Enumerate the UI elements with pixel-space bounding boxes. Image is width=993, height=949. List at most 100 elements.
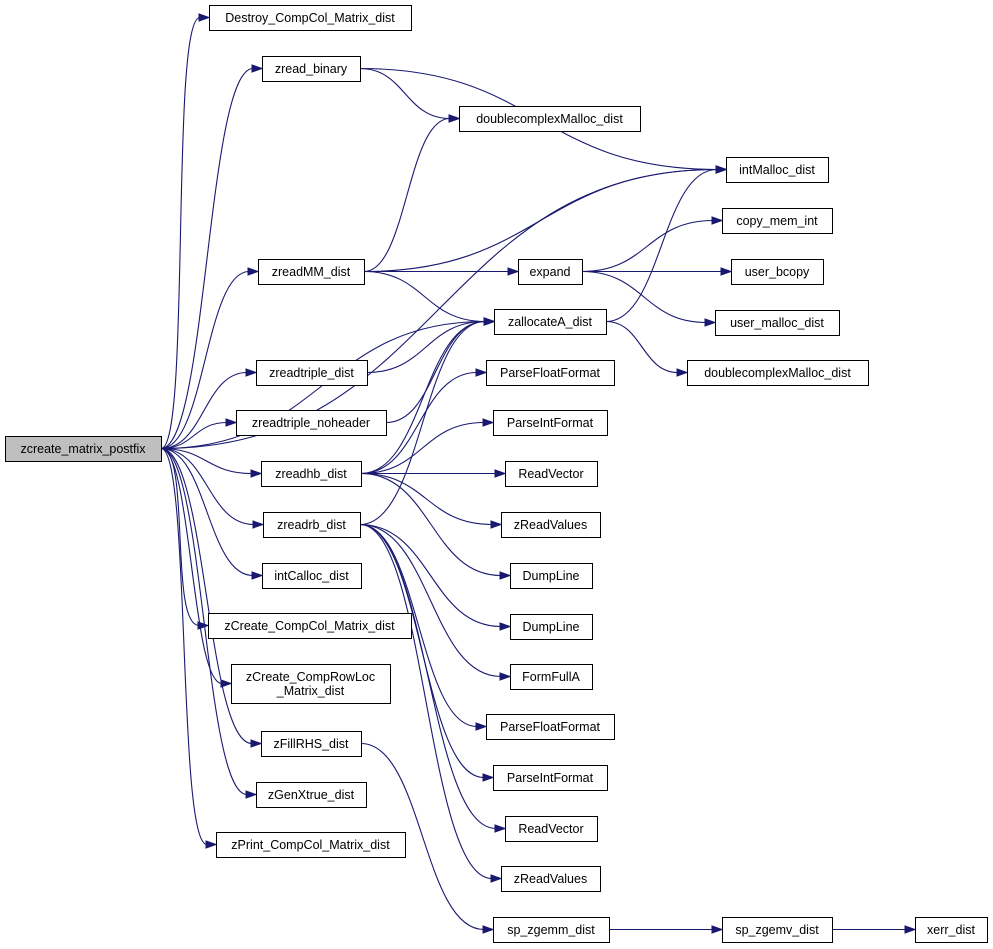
node-user-malloc-dist[interactable]: user_malloc_dist [715,310,840,336]
node-box [258,259,365,285]
node-box [510,614,593,640]
node-xerr-dist[interactable]: xerr_dist [915,917,988,943]
arrowhead-icon [704,318,717,327]
node-doublecomplexmalloc-dist-2[interactable]: doublecomplexMalloc_dist [687,360,869,386]
node-label: ParseIntFormat [507,416,594,430]
node-label: user_bcopy [745,265,810,279]
edge-expand-to-copy-mem-int [581,216,724,273]
node-label: intMalloc_dist [739,163,815,177]
node-label: doublecomplexMalloc_dist [476,112,623,126]
node-formfulla[interactable]: FormFullA [510,664,593,690]
node-readvector-1[interactable]: ReadVector [505,461,598,487]
node-zfillrhs-dist[interactable]: zFillRHS_dist [261,731,362,757]
node-label: ParseFloatFormat [500,366,601,380]
node-intmalloc-dist[interactable]: intMalloc_dist [726,157,829,183]
edge-zcreate-matrix-postfix-to-zfillrhs-dist [160,447,263,748]
node-box [726,157,829,183]
node-user-bcopy[interactable]: user_bcopy [731,259,824,285]
node-dumpline-2[interactable]: DumpLine [510,614,593,640]
edge-zreadhb-dist-to-zallocatea-dist [360,317,496,475]
node-zcreate-comprowloc-matrix-dist[interactable]: zCreate_CompRowLoc_Matrix_dist [231,664,391,704]
node-zgenxtrue-dist[interactable]: zGenXtrue_dist [256,782,367,808]
arrowhead-icon [250,739,263,748]
node-readvector-2[interactable]: ReadVector [505,816,598,842]
node-box [722,917,833,943]
node-label: zreadrb_dist [277,518,346,532]
arrowhead-icon [448,114,461,123]
node-zreadtriple-noheader[interactable]: zreadtriple_noheader [236,410,387,436]
edge-zcreate-matrix-postfix-to-zgenxtrue-dist [160,447,258,799]
nodes-layer: zcreate_matrix_postfix Destroy_CompCol_Ma… [5,5,988,943]
node-box [262,56,361,82]
node-box [5,436,162,462]
node-zreadhb-dist[interactable]: zreadhb_dist [261,461,362,487]
node-box [486,360,615,386]
arrowhead-icon [247,267,260,276]
arrowhead-icon [490,520,503,529]
arrowhead-icon [245,790,258,799]
node-box [493,765,608,791]
node-parseintformat-1[interactable]: ParseIntFormat [493,410,608,436]
node-zreadvalues-2[interactable]: zReadValues [501,866,601,892]
arrowhead-icon [251,64,264,73]
node-label: _Matrix_dist [276,684,345,698]
node-zread-binary[interactable]: zread_binary [262,56,361,82]
node-label: zreadtriple_dist [269,366,354,380]
node-label: zCreate_CompCol_Matrix_dist [224,619,395,633]
arrowhead-icon [482,418,495,427]
node-zprint-compcol-matrix-dist[interactable]: zPrint_CompCol_Matrix_dist [216,832,406,858]
edge-zreadtriple-dist-to-zallocatea-dist [366,317,496,374]
node-label: zreadMM_dist [272,265,351,279]
node-box [518,259,583,285]
node-box [261,731,362,757]
node-box [216,832,406,858]
node-zallocatea-dist[interactable]: zallocateA_dist [494,309,607,335]
node-box [505,816,598,842]
edge-zcreate-matrix-postfix-to-zreadtriple-noheader [160,418,238,450]
node-zcreate-compcol-matrix-dist[interactable]: zCreate_CompCol_Matrix_dist [208,613,412,639]
node-parsefloatformat-2[interactable]: ParseFloatFormat [486,714,615,740]
edge-zreadhb-dist-to-parseintformat-1 [360,418,495,475]
arrowhead-icon [475,722,488,731]
arrowhead-icon [251,571,264,580]
node-parseintformat-2[interactable]: ParseIntFormat [493,765,608,791]
node-zreadtriple-dist[interactable]: zreadtriple_dist [256,360,368,386]
node-label: ParseIntFormat [507,771,594,785]
node-label: zcreate_matrix_postfix [20,442,146,456]
node-dumpline-1[interactable]: DumpLine [510,563,593,589]
node-zreadvalues-1[interactable]: zReadValues [501,512,601,538]
edge-zallocatea-dist-to-doublecomplexmalloc-dist-2 [605,320,689,377]
edge-zreadhb-dist-to-zreadvalues-1 [360,472,503,529]
node-label: zFillRHS_dist [273,737,349,751]
node-destroy-compcol-matrix-dist[interactable]: Destroy_CompCol_Matrix_dist [209,5,412,31]
node-box [915,917,988,943]
node-box [262,563,362,589]
node-label: ParseFloatFormat [500,720,601,734]
node-parsefloatformat-1[interactable]: ParseFloatFormat [486,360,615,386]
node-box [722,208,833,234]
arrowhead-icon [225,418,238,427]
node-label: zReadValues [514,518,587,532]
arrowhead-icon [482,773,495,782]
arrowhead-icon [499,571,512,580]
arrowhead-icon [720,267,733,276]
node-zcreate-matrix-postfix[interactable]: zcreate_matrix_postfix [5,436,162,462]
node-box [501,866,601,892]
arrowhead-icon [494,824,507,833]
node-label: zreadtriple_noheader [252,416,370,430]
node-box [494,309,607,335]
arrowhead-icon [205,840,218,849]
node-box [459,106,641,132]
node-intcalloc-dist[interactable]: intCalloc_dist [262,563,362,589]
node-label: user_malloc_dist [730,316,824,330]
node-expand[interactable]: expand [518,259,583,285]
node-copy-mem-int[interactable]: copy_mem_int [722,208,833,234]
node-zreadmm-dist[interactable]: zreadMM_dist [258,259,365,285]
node-sp-zgemv-dist[interactable]: sp_zgemv_dist [722,917,833,943]
node-sp-zgemm-dist[interactable]: sp_zgemm_dist [493,917,610,943]
node-label: expand [529,265,570,279]
edge-zreadhb-dist-to-readvector-1 [361,469,507,478]
node-doublecomplexmalloc-dist-1[interactable]: doublecomplexMalloc_dist [459,106,641,132]
node-zreadrb-dist[interactable]: zreadrb_dist [263,512,361,538]
arrowhead-icon [711,925,724,934]
